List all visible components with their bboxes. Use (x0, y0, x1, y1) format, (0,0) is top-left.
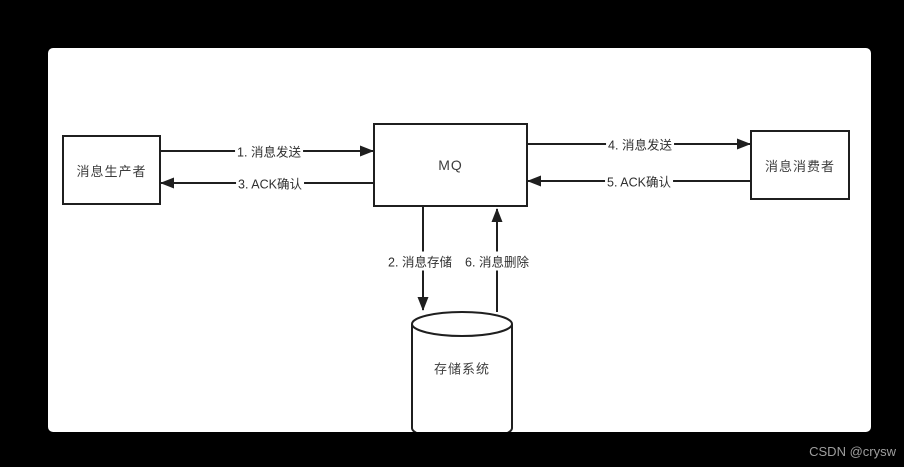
node-mq: MQ (373, 123, 528, 207)
csdn-watermark: CSDN @crysw (809, 444, 896, 459)
node-message-consumer: 消息消费者 (750, 130, 850, 200)
edge-label-send-to-mq: 1. 消息发送 (235, 141, 303, 161)
node-message-producer-label: 消息生产者 (76, 163, 147, 179)
edge-label-send-to-consumer: 4. 消息发送 (606, 134, 674, 154)
diagram-edges-layer (160, 138, 751, 432)
node-mq-label: MQ (438, 157, 463, 173)
edge-label-store-message: 2. 消息存储 (386, 251, 454, 271)
storage-cylinder-shape (411, 311, 513, 432)
diagram-canvas: 消息生产者 MQ 消息消费者 存储系统 1. 消息发送 2. 消息存储 3. A… (48, 48, 871, 432)
edge-label-delete-message: 6. 消息删除 (463, 251, 531, 271)
node-message-consumer-label: 消息消费者 (764, 158, 835, 174)
edge-label-ack-to-producer: 3. ACK确认 (236, 173, 304, 193)
edge-label-ack-to-mq: 5. ACK确认 (605, 171, 673, 191)
node-message-producer: 消息生产者 (62, 135, 161, 205)
node-storage-system-label: 存储系统 (433, 361, 491, 377)
